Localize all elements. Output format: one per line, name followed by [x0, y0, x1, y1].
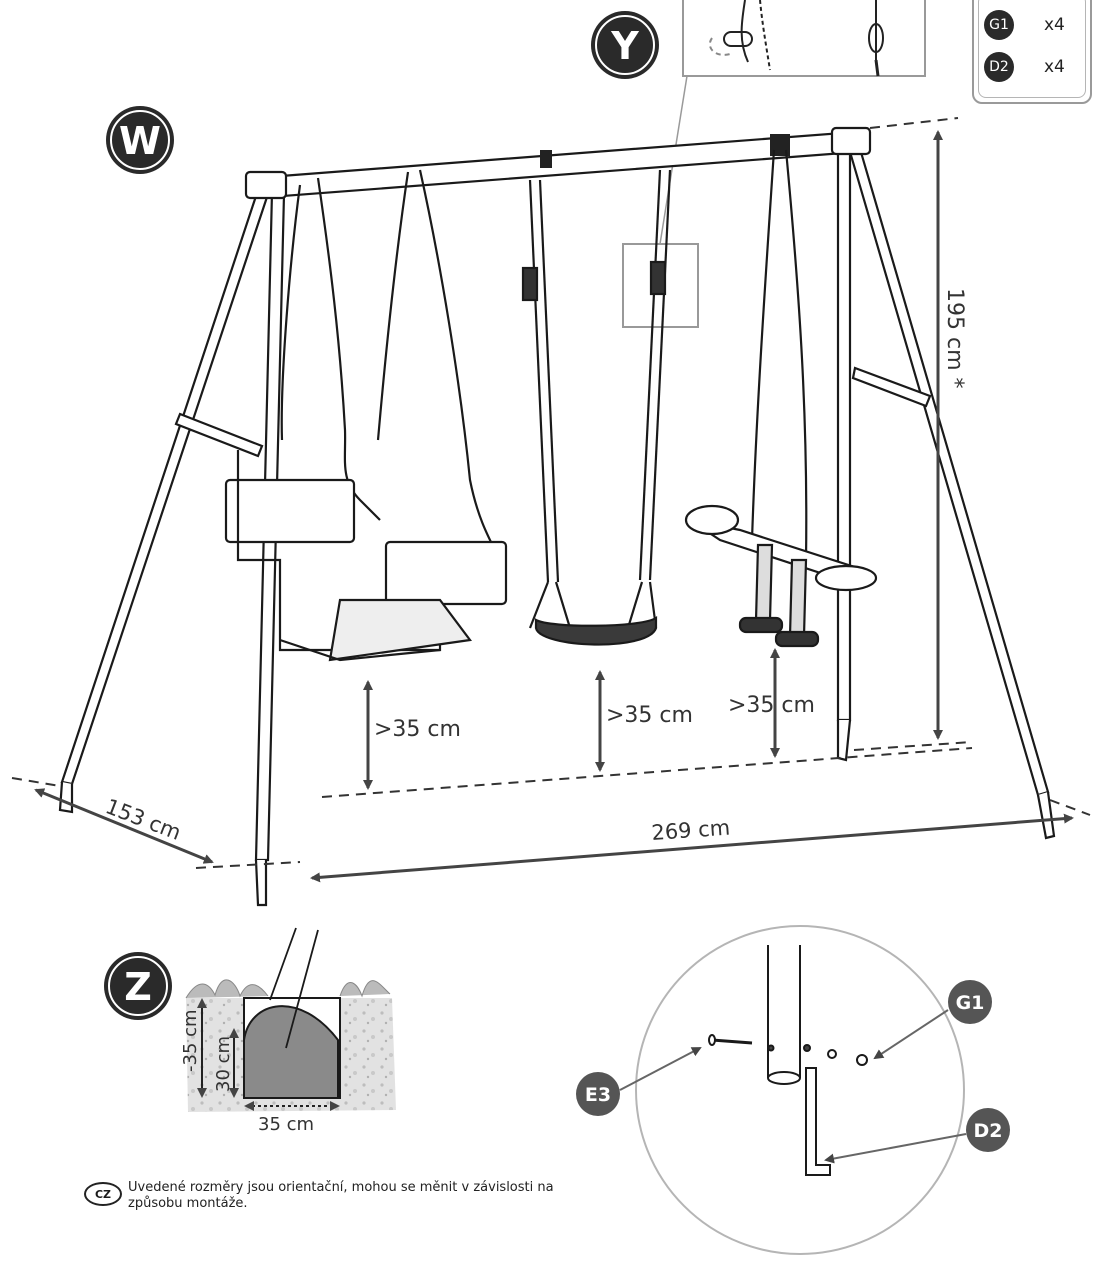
- anchor-depth-label: -35 cm: [180, 1009, 201, 1072]
- svg-text:W: W: [119, 119, 161, 163]
- glider-footrest: [328, 598, 472, 662]
- svg-text:Z: Z: [124, 965, 152, 1009]
- g1-callout-badge: G1: [948, 980, 992, 1024]
- width-label: 269 cm: [651, 816, 731, 845]
- d2-callout-badge: D2: [966, 1108, 1010, 1152]
- dimensions-note: CZ Uvedené rozměry jsou orientační, moho…: [84, 1180, 558, 1212]
- glider-swing: [224, 169, 508, 662]
- belt-seat: [534, 616, 658, 646]
- svg-text:Y: Y: [610, 24, 639, 68]
- svg-text:E3: E3: [585, 1084, 611, 1106]
- part-qty: x4: [1044, 15, 1065, 35]
- part-code-badge: G1: [984, 10, 1014, 40]
- clearance-label-1: >35 cm: [374, 717, 461, 742]
- clearance-label-2: >35 cm: [606, 703, 693, 728]
- seesaw-seat-right: [814, 564, 878, 592]
- anchor-width-label: 35 cm: [258, 1114, 314, 1135]
- seesaw-seat-left: [684, 504, 740, 536]
- left-bracket: [244, 170, 288, 200]
- width-dimension-line: [310, 813, 1074, 883]
- detail-y-inset: [622, 0, 926, 328]
- top-beam: [253, 130, 859, 200]
- e3-callout-badge: E3: [576, 1072, 620, 1116]
- height-label: 195 cm *: [942, 288, 967, 389]
- parts-list: G1 x4 D2 x4: [972, 0, 1092, 104]
- section-y-badge: Y: [591, 11, 659, 79]
- peg-callouts: [619, 1009, 967, 1164]
- anchor-detail: [185, 927, 396, 1112]
- depth-label: 153 cm: [102, 794, 184, 845]
- section-z-badge: Z: [104, 952, 172, 1020]
- part-qty: x4: [1044, 57, 1065, 77]
- glider-backrest-right: [384, 540, 508, 606]
- clearance-label-3: >35 cm: [728, 693, 815, 718]
- right-back-leg: [846, 140, 1050, 797]
- right-crossbar: [851, 366, 932, 408]
- depth-dimension-line: [34, 788, 214, 864]
- part-code-badge: D2: [984, 52, 1014, 82]
- svg-text:G1: G1: [956, 992, 985, 1014]
- glider-backrest-left: [224, 478, 356, 544]
- left-crossbar: [174, 412, 264, 458]
- peg-detail: [635, 925, 965, 1255]
- parts-row-d2: D2 x4: [984, 52, 1065, 82]
- swing-frame: [58, 126, 1056, 907]
- detail-y-highlight: [622, 243, 699, 328]
- rope-hook-illustration: [708, 0, 884, 77]
- right-bracket: [830, 126, 872, 156]
- note-text: Uvedené rozměry jsou orientační, mohou s…: [128, 1180, 554, 1211]
- ground-reference-lines: [11, 117, 1091, 869]
- parts-row-g1: G1 x4: [984, 10, 1065, 40]
- seesaw-glider: [684, 149, 878, 648]
- dimension-lines: [34, 130, 1074, 883]
- section-w-badge: W: [106, 106, 174, 174]
- right-front-leg: [836, 148, 852, 722]
- anchor-concrete-label: 30 cm: [213, 1036, 234, 1092]
- belt-swing: [521, 169, 672, 646]
- svg-text:D2: D2: [974, 1120, 1003, 1142]
- language-badge: CZ: [84, 1182, 122, 1206]
